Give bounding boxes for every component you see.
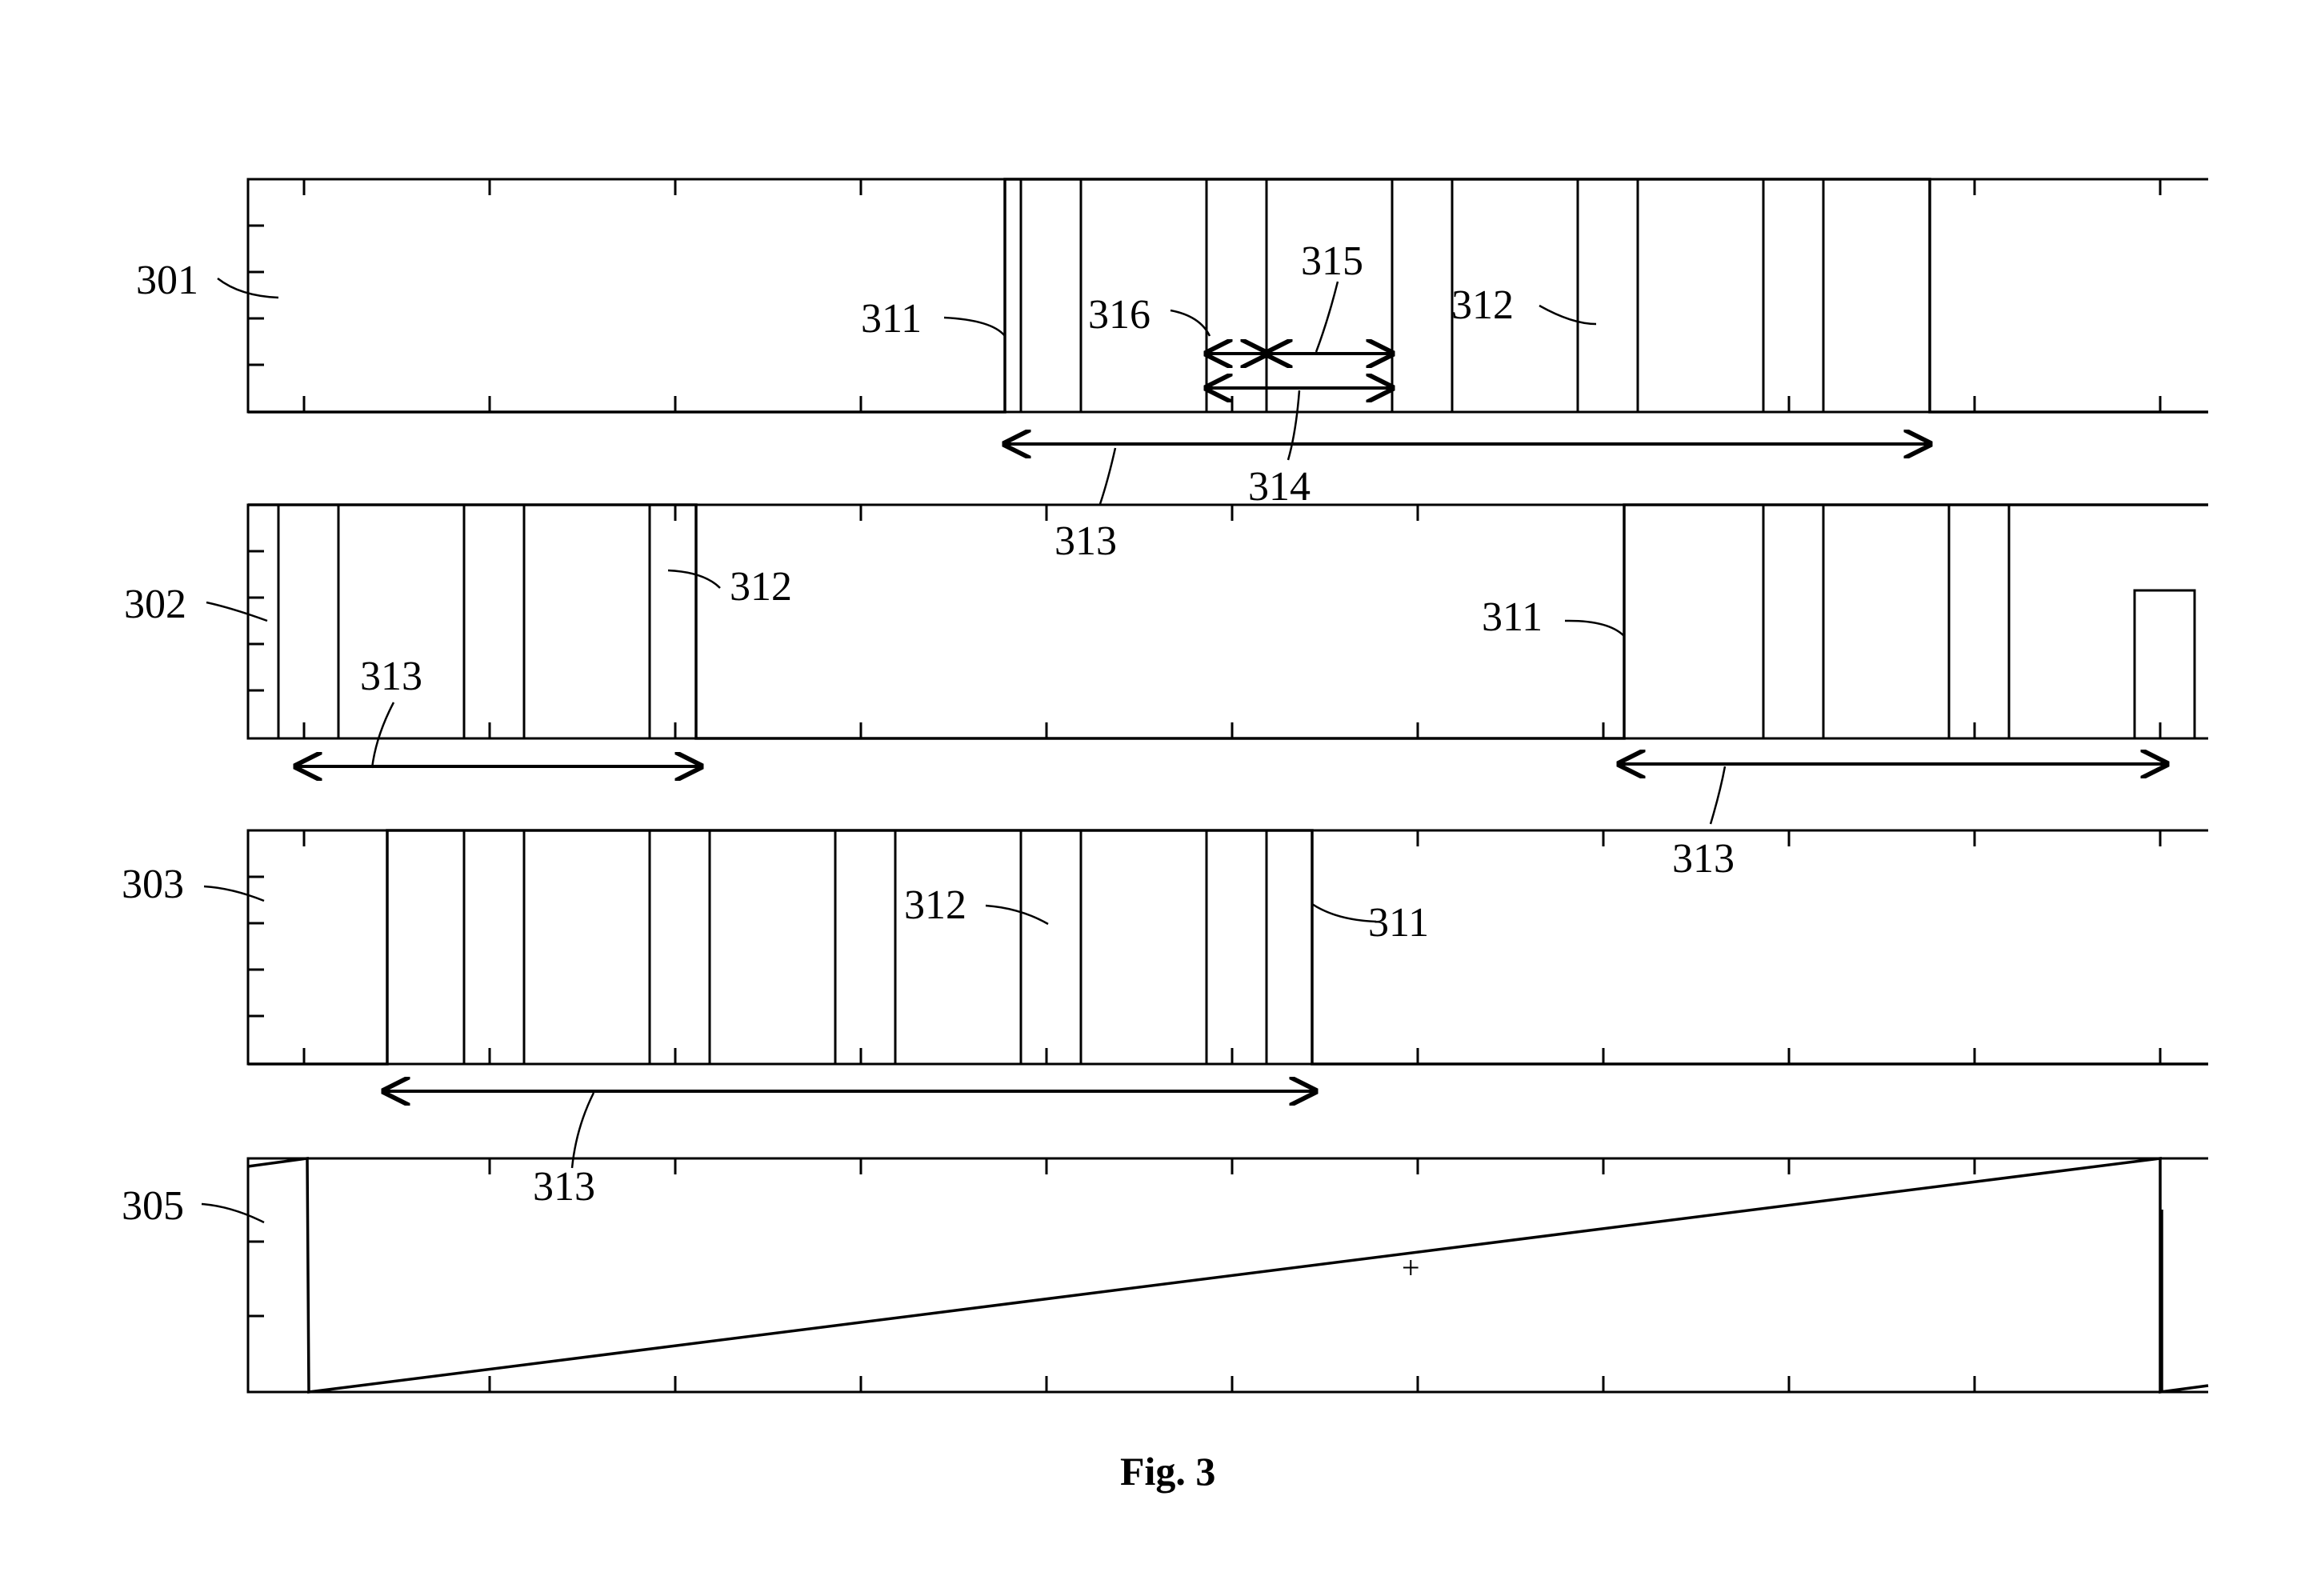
panel-302-signal	[248, 503, 2208, 740]
label-303-312: 312	[904, 882, 966, 928]
panel-302-ticks	[248, 505, 2162, 738]
panel-305: 305 +	[122, 1156, 2209, 1394]
label-301-312: 312	[1451, 282, 1514, 328]
panel-303-ref: 303	[122, 862, 184, 907]
label-303-311: 311	[1368, 900, 1429, 946]
panel-301-ticks	[248, 179, 2162, 412]
panel-305-ref: 305	[122, 1183, 184, 1229]
label-301-316: 316	[1088, 292, 1150, 338]
panel-305-ramp	[247, 1156, 2209, 1394]
label-302-313b: 313	[1672, 836, 1735, 882]
panel-303-leaders	[203, 885, 1377, 1169]
panel-302-leaders	[206, 569, 1727, 825]
panel-301-frame	[246, 178, 2208, 414]
label-301-314: 314	[1248, 464, 1311, 510]
panel-301-leaders	[217, 278, 1597, 505]
panel-303: 303 312 311 313	[122, 829, 2208, 1210]
label-301-311: 311	[861, 296, 922, 342]
panel-303-frame	[246, 829, 2208, 1066]
figure-caption: Fig. 3	[1120, 1449, 1215, 1494]
label-302-312: 312	[730, 564, 792, 610]
panel-302: 302 312 313 311 313	[124, 503, 2208, 882]
panel-303-signal	[248, 829, 2208, 1066]
panel-302-frame	[246, 503, 2208, 740]
panel-301-ref: 301	[136, 258, 198, 303]
panel-305-ticks	[248, 1158, 1976, 1392]
label-302-313a: 313	[360, 654, 422, 699]
panel-303-ticks	[248, 830, 2162, 1064]
label-301-315: 315	[1301, 238, 1363, 284]
label-301-313: 313	[1054, 518, 1117, 564]
panel-302-bars	[277, 503, 2196, 740]
panel-301-signal	[248, 178, 2208, 414]
panel-301-bars	[1019, 178, 1825, 414]
panel-302-ref: 302	[124, 582, 186, 627]
label-305-plus: +	[1402, 1250, 1420, 1286]
panel-303-bars	[462, 829, 1268, 1066]
panel-301: 301 311 316 315 312 314 313	[136, 178, 2208, 564]
panel-305-leader	[201, 1202, 265, 1224]
label-302-311: 311	[1482, 594, 1543, 640]
panel-305-frame	[246, 1157, 2208, 1394]
label-303-313: 313	[533, 1164, 595, 1210]
